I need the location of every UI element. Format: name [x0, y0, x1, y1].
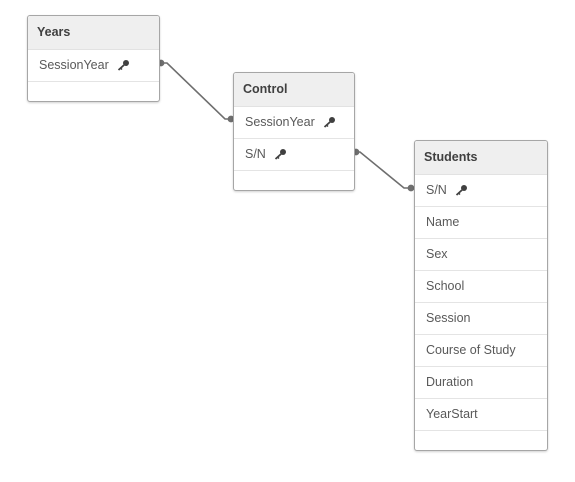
field-label: Name [426, 215, 460, 229]
field-row-empty [234, 171, 354, 190]
field-row[interactable]: Duration [415, 367, 547, 399]
field-row-empty [415, 431, 547, 450]
field-row[interactable]: Sex [415, 239, 547, 271]
key-icon [456, 184, 468, 196]
key-icon [324, 116, 336, 128]
field-label: Course of Study [426, 343, 516, 357]
field-label: YearStart [426, 407, 478, 421]
field-row[interactable]: Course of Study [415, 335, 547, 367]
link-control-students[interactable] [355, 151, 412, 189]
link-endpoint [407, 184, 415, 192]
field-row[interactable]: YearStart [415, 399, 547, 431]
field-label: S/N [426, 183, 447, 197]
link-years-control[interactable] [161, 62, 232, 120]
field-row-empty [28, 82, 159, 101]
field-label: School [426, 279, 465, 293]
field-row[interactable]: SessionYear [28, 50, 159, 82]
field-row[interactable]: Name [415, 207, 547, 239]
table-years[interactable]: Years SessionYear [27, 15, 160, 102]
table-control[interactable]: Control SessionYear S/N [233, 72, 355, 191]
table-students-title[interactable]: Students [415, 141, 547, 175]
field-label: SessionYear [39, 58, 109, 72]
field-row[interactable]: SessionYear [234, 107, 354, 139]
field-label: Sex [426, 247, 448, 261]
table-students[interactable]: Students S/N Name Sex School Session Cou… [414, 140, 548, 451]
key-icon [118, 59, 130, 71]
field-row[interactable]: School [415, 271, 547, 303]
field-label: SessionYear [245, 115, 315, 129]
field-label: Session [426, 311, 471, 325]
table-years-title[interactable]: Years [28, 16, 159, 50]
field-row[interactable]: S/N [415, 175, 547, 207]
field-label: Duration [426, 375, 474, 389]
table-control-title[interactable]: Control [234, 73, 354, 107]
field-label: S/N [245, 147, 266, 161]
field-row[interactable]: Session [415, 303, 547, 335]
key-icon [275, 148, 287, 160]
field-row[interactable]: S/N [234, 139, 354, 171]
